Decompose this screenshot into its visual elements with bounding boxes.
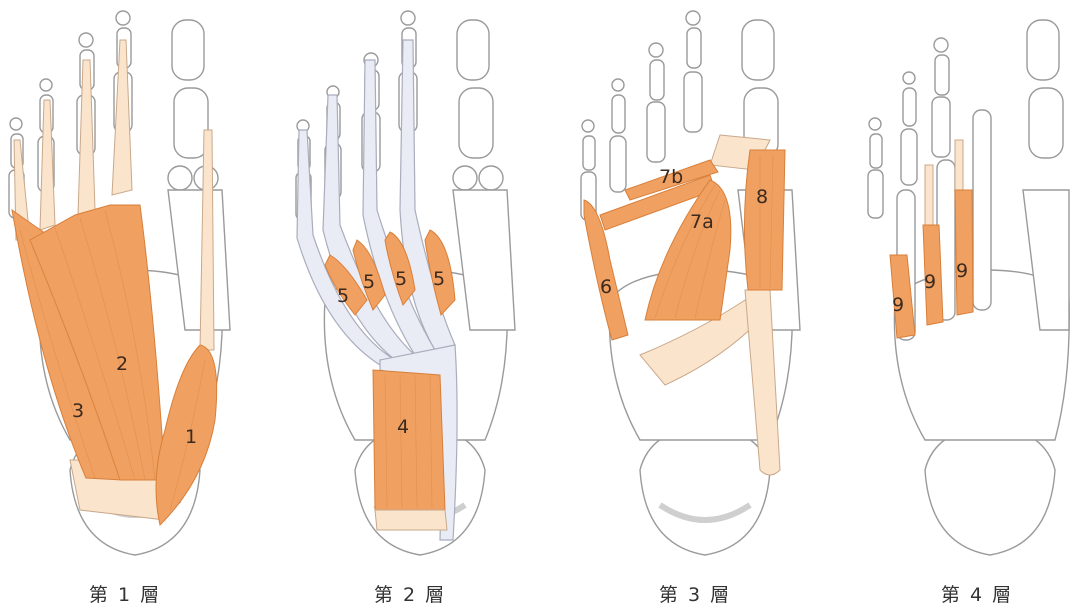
label-5b: 5 [363, 271, 375, 293]
layer-4-panel: 9 9 9 第 4 層 [855, 0, 1071, 608]
label-5d: 5 [433, 268, 445, 290]
label-2: 2 [116, 353, 128, 375]
label-5a: 5 [337, 285, 349, 307]
muscle-8-flexor-hallucis-brevis [744, 150, 785, 290]
layer-2-caption: 第 2 層 [340, 580, 480, 607]
muscle-4-quadratus-plantae [373, 370, 445, 510]
layer-3-panel: 6 7a 7b 8 第 3 層 [570, 0, 820, 608]
layer-3-foot-diagram: 6 7a 7b 8 [570, 0, 820, 575]
layer-2-foot-diagram: 4 5 5 5 5 [285, 0, 535, 575]
label-6: 6 [600, 276, 612, 298]
muscle-9-interosseous-3 [955, 190, 973, 315]
layer-4-caption: 第 4 層 [907, 580, 1047, 607]
quadratus-tendon-base [375, 510, 447, 530]
label-1: 1 [185, 426, 197, 448]
label-7b: 7b [659, 166, 683, 188]
layer-1-panel: 1 2 3 第 1 層 [0, 0, 250, 608]
label-9a: 9 [892, 294, 904, 316]
layer-1-foot-diagram: 1 2 3 [0, 0, 250, 575]
layer-2-panel: 4 5 5 5 5 第 2 層 [285, 0, 535, 608]
label-8: 8 [756, 186, 768, 208]
label-9c: 9 [956, 260, 968, 282]
layer-3-caption: 第 3 層 [625, 580, 765, 607]
label-4: 4 [397, 416, 409, 438]
label-5c: 5 [395, 268, 407, 290]
label-7a: 7a [690, 211, 714, 233]
layer-4-foot-diagram: 9 9 9 [855, 0, 1071, 575]
label-3: 3 [72, 400, 84, 422]
layer-1-caption: 第 1 層 [55, 580, 195, 607]
label-9b: 9 [924, 271, 936, 293]
